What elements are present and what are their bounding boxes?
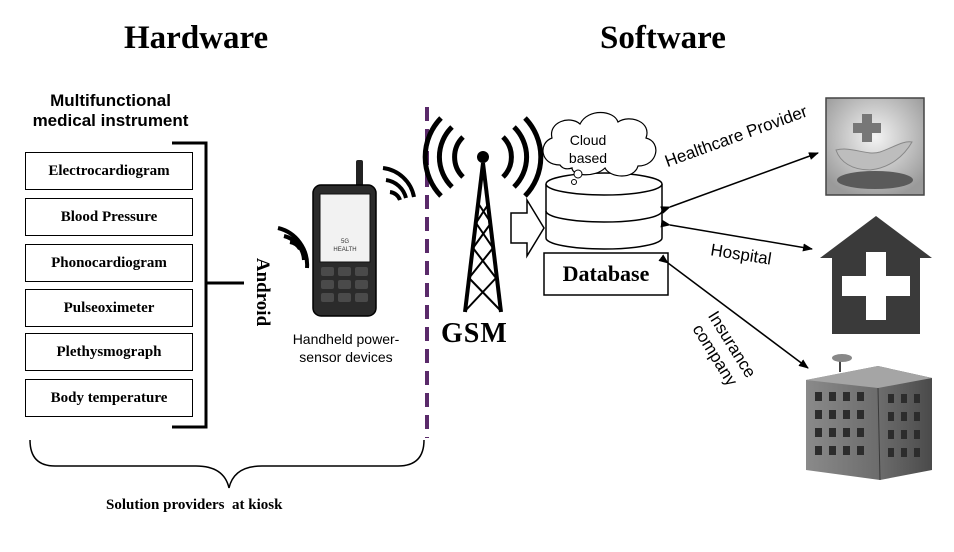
instrument-bracket (172, 141, 244, 429)
hospital-icon (820, 216, 932, 334)
database-label: Database (562, 261, 650, 286)
instrument-box-blood-pressure: Blood Pressure (25, 198, 193, 236)
instrument-title: Multifunctional medical instrument (32, 91, 189, 130)
tower-to-database-arrow (510, 197, 545, 259)
hardware-title: Hardware (124, 20, 269, 56)
insurance-building-icon (806, 354, 932, 481)
wireless-waves-left-icon (277, 226, 310, 269)
kiosk-brace (29, 439, 425, 489)
phone-screen-line2: HEALTH (333, 247, 357, 253)
instrument-box-phonocardiogram: Phonocardiogram (25, 244, 193, 282)
android-label: Android (252, 257, 273, 327)
kiosk-footer: Solution providers at kiosk (106, 497, 283, 513)
software-title: Software (600, 20, 726, 56)
phone-screen-line1: 5G (340, 239, 349, 245)
database-icon (545, 172, 663, 250)
database-box (543, 252, 669, 296)
gsm-label: GSM (441, 318, 508, 349)
device-label: Handheld power-sensor devices (292, 331, 400, 365)
instrument-box-pulseoximeter: Pulseoximeter (25, 289, 193, 327)
instrument-box-ecg: Electrocardiogram (25, 152, 193, 190)
arrow-insurance (658, 254, 809, 369)
instrument-box-plethysmograph: Plethysmograph (25, 333, 193, 371)
healthcare-provider-icon (825, 97, 925, 196)
cloud-icon (542, 111, 657, 185)
phone-screen-text: 5G HEALTH (320, 238, 370, 254)
phone-icon (312, 160, 377, 317)
instrument-box-body-temperature: Body temperature (25, 379, 193, 417)
cell-tower-icon (422, 116, 544, 313)
arrow-hospital (660, 219, 813, 252)
wireless-waves-right-icon (382, 166, 416, 201)
arrow-healthcare-provider (660, 152, 819, 214)
cloud-label: Cloud based (568, 132, 608, 166)
